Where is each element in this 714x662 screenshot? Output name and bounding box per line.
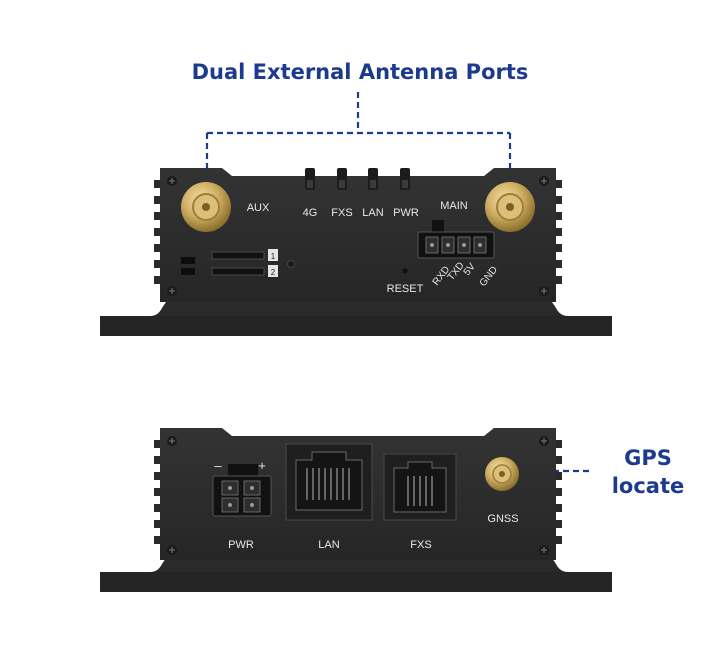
pwr-port-label: PWR [228,539,254,551]
main-label: MAIN [440,200,468,212]
led-label-pwr: PWR [393,207,419,219]
front-panel: AUX MAIN 4G FXS LAN PWR 1 2 RESET RXD TX… [100,168,612,336]
power-connector [212,464,272,517]
lan-port [285,443,373,521]
aux-antenna-connector [181,182,231,232]
gnss-label: GNSS [487,513,518,525]
reset-pinhole [402,268,408,274]
power-minus-label: – [214,458,222,473]
led-label-4g: 4G [303,207,318,219]
gps-callout-line1: GPS [624,446,672,470]
serial-connector [417,220,495,259]
sim-slots [181,249,295,277]
aux-label: AUX [247,202,270,214]
gnss-antenna-connector [485,457,519,491]
antenna-callout-lines [205,92,512,188]
gps-callout-line2: locate [611,474,685,498]
main-antenna-connector [485,182,535,232]
fxs-port [383,453,457,521]
sim-slot-1-label: 1 [271,252,276,261]
power-plus-label: + [258,458,266,473]
antenna-ports-callout: Dual External Antenna Ports [191,60,529,84]
lan-port-label: LAN [318,539,339,551]
back-panel: – + PWR LAN FXS GNSS [100,428,612,592]
sim-slot-2-label: 2 [271,268,276,277]
led-label-lan: LAN [362,207,383,219]
fxs-port-label: FXS [410,539,431,551]
reset-label: RESET [387,283,424,295]
led-label-fxs: FXS [331,207,352,219]
